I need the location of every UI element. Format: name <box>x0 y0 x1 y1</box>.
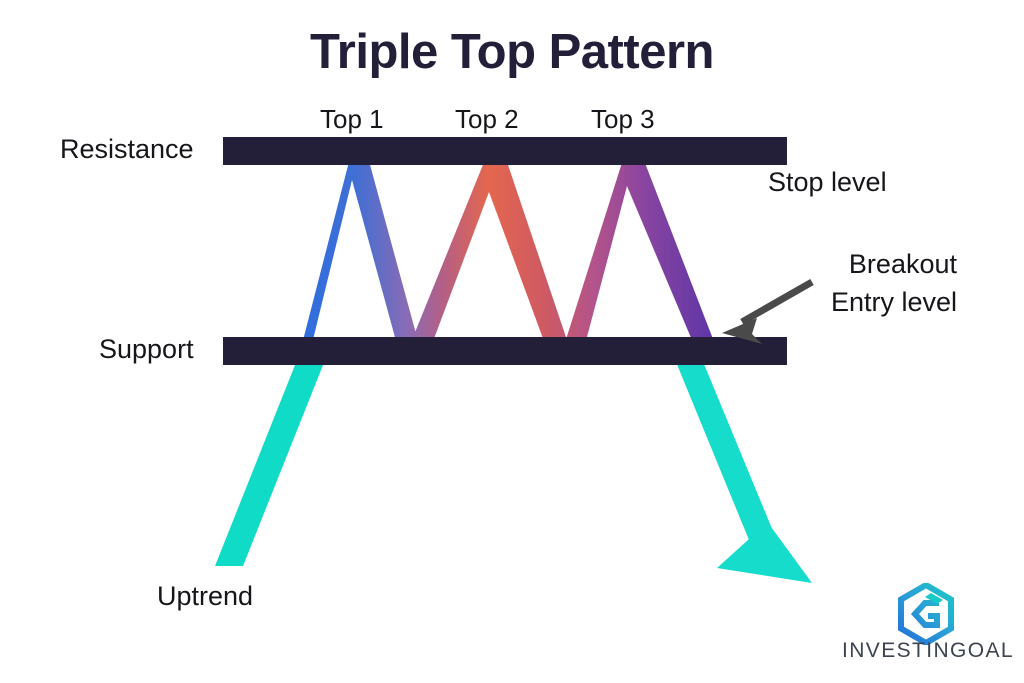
label-uptrend: Uptrend <box>157 581 254 611</box>
label-top-1: Top 1 <box>320 104 384 134</box>
label-support: Support <box>99 334 194 364</box>
label-entry-level: Entry level <box>830 286 957 317</box>
triple-top-zigzag <box>300 150 718 352</box>
page-title: Triple Top Pattern <box>310 25 714 79</box>
label-resistance: Resistance <box>60 134 194 164</box>
breakout-pointer-arrow <box>722 278 814 344</box>
uptrend-line <box>215 350 329 566</box>
support-level-bar <box>223 337 787 365</box>
breakout-downtrend-arrow <box>676 352 812 583</box>
investingoal-hexagon-g-icon <box>898 583 954 645</box>
investingoal-logo: INVESTINGOAL <box>838 583 1018 673</box>
label-top-2: Top 2 <box>455 104 519 134</box>
label-top-3: Top 3 <box>591 104 655 134</box>
resistance-level-bar <box>223 137 787 165</box>
label-breakout: Breakout <box>848 249 957 279</box>
label-stop-level: Stop level <box>768 167 887 197</box>
label-breakout-entry-group: Breakout Entry level <box>600 246 957 322</box>
investingoal-wordmark: INVESTINGOAL <box>841 639 1014 662</box>
